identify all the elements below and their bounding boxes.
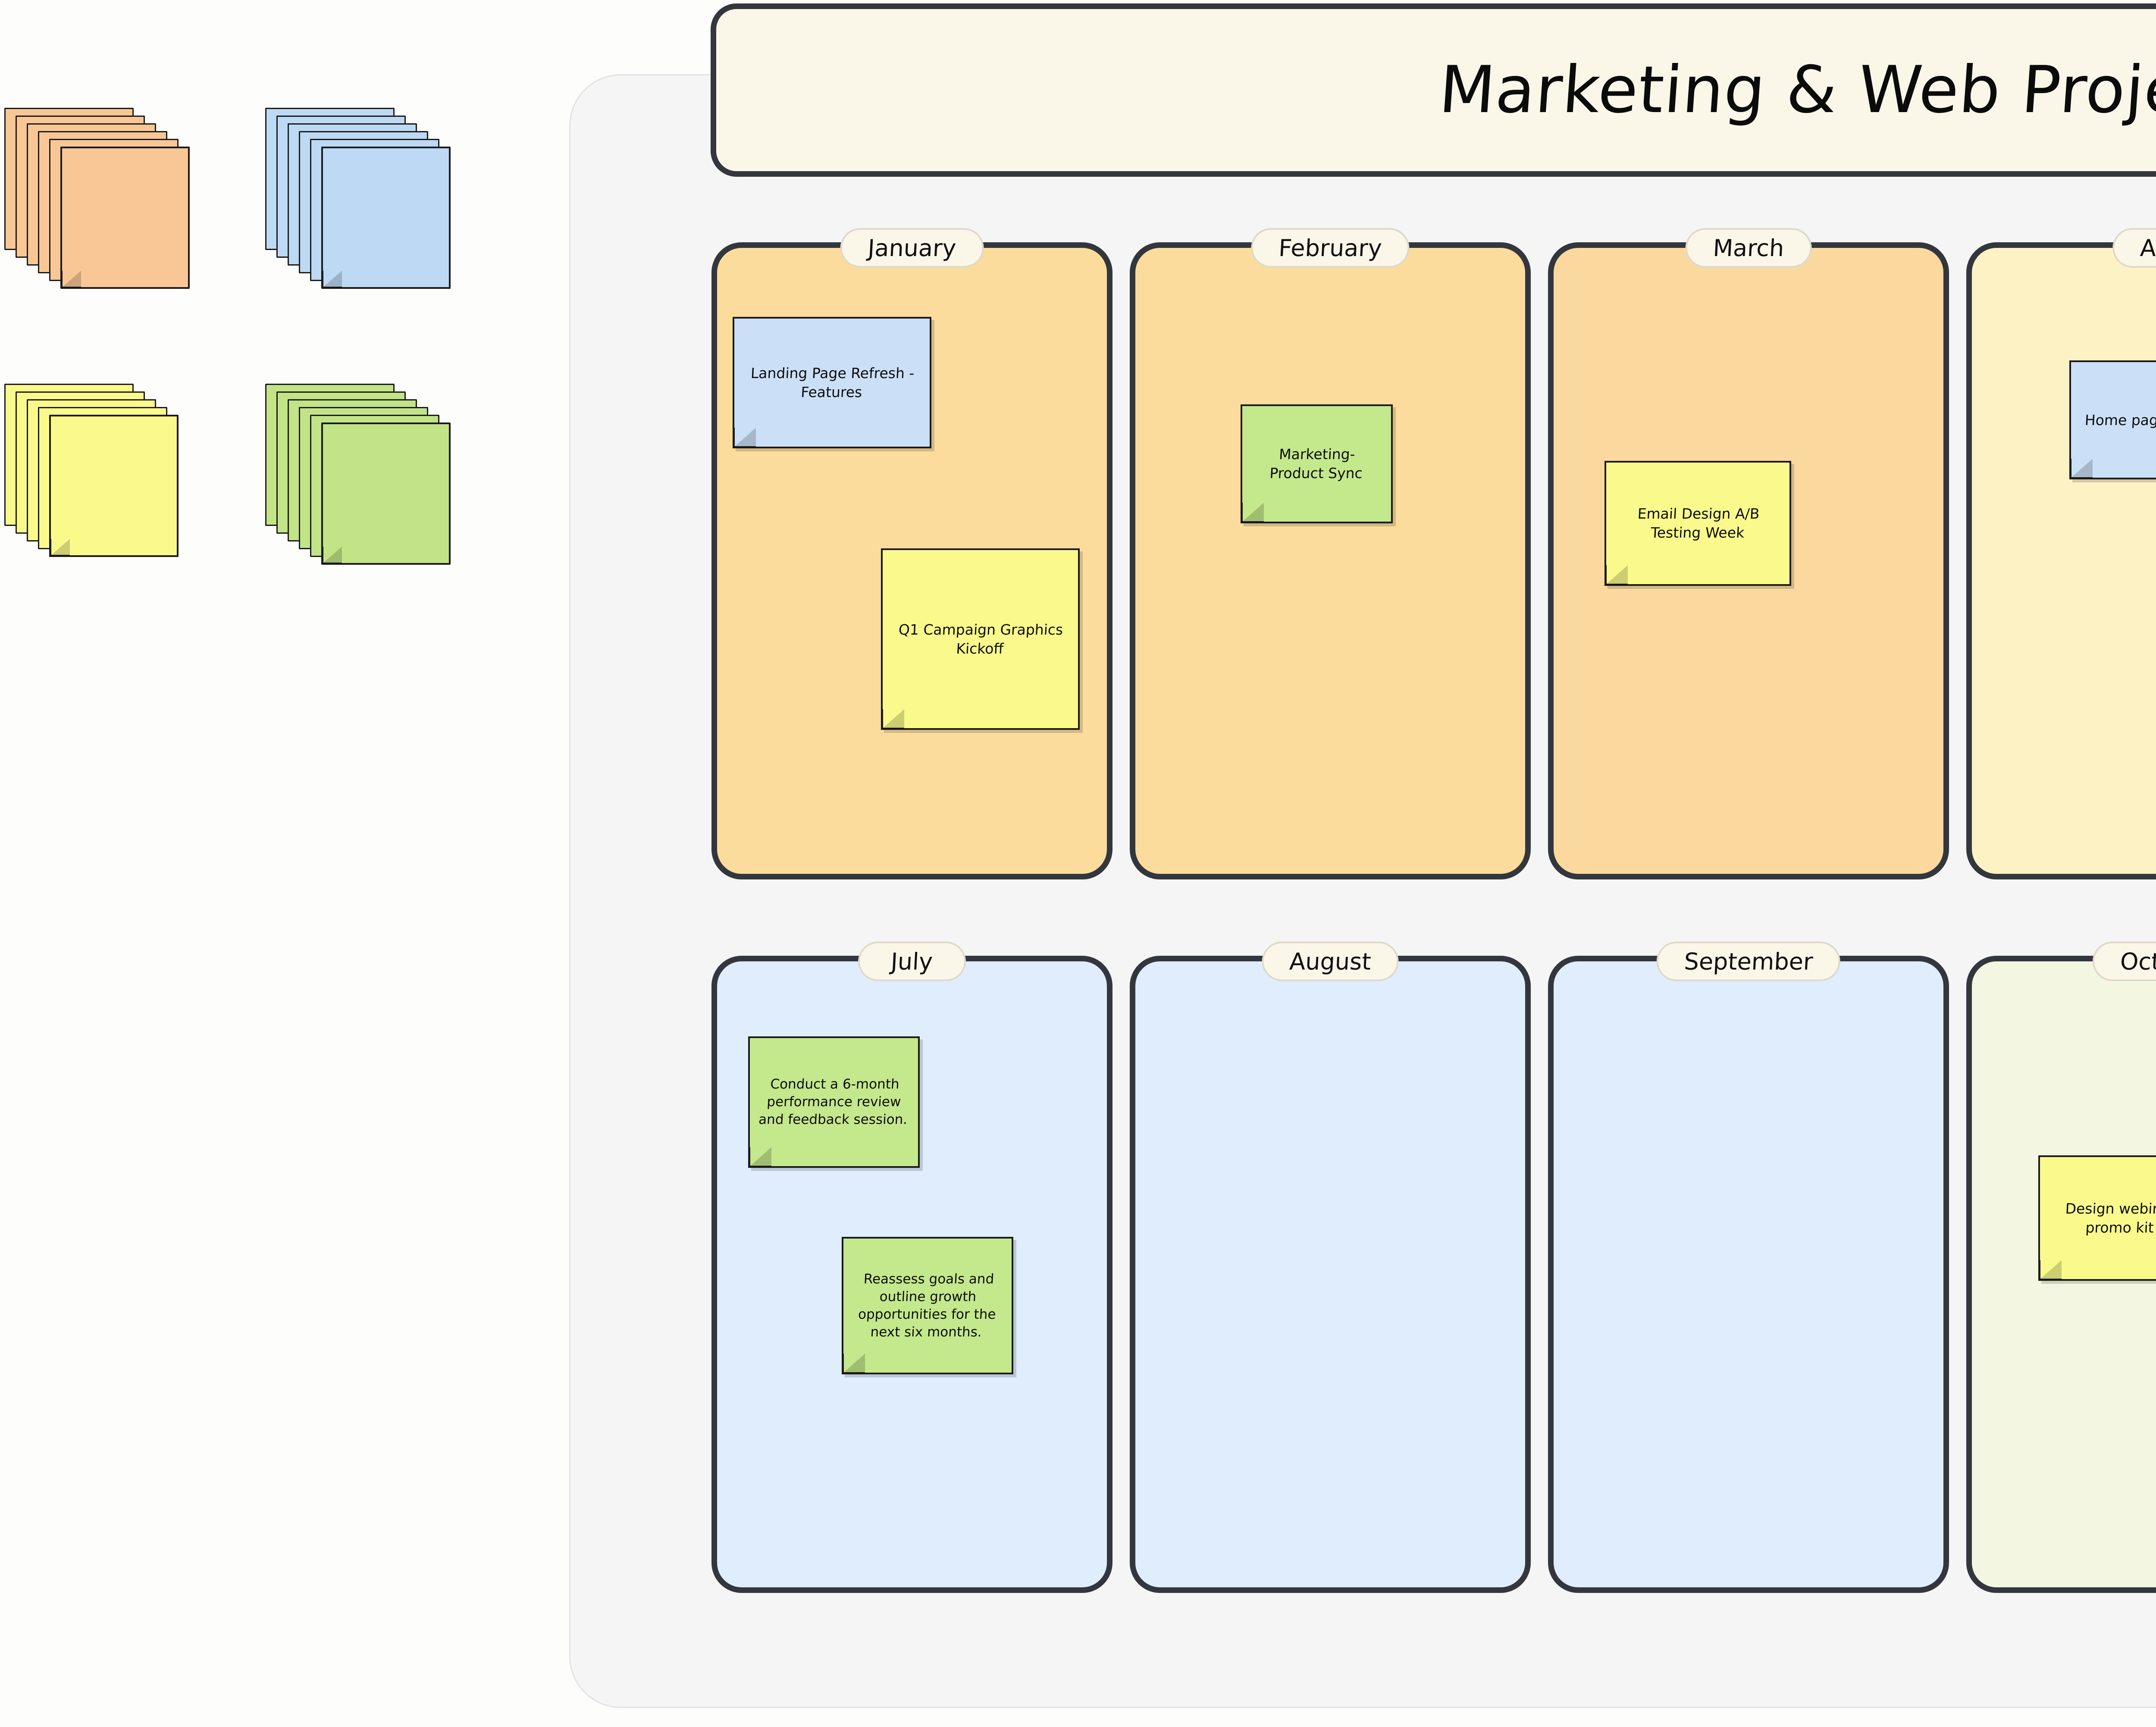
- sticky-note-top-sheet[interactable]: [60, 147, 190, 289]
- sticky-note-text: Home page refresh: [2084, 411, 2156, 429]
- month-label: September: [1683, 948, 1814, 975]
- month-label: April: [2139, 234, 2156, 262]
- month-label-pill-august: August: [1262, 942, 1399, 981]
- sticky-note[interactable]: Conduct a 6-month performance review and…: [748, 1036, 920, 1168]
- orange-note-stack[interactable]: [4, 108, 207, 328]
- month-label-pill-october: October: [2092, 942, 2156, 981]
- month-card-august[interactable]: August: [1130, 942, 1531, 1593]
- sticky-note-text: Q1 Campaign Graphics Kickoff: [898, 621, 1064, 657]
- page-fold-icon: [881, 709, 904, 729]
- page-fold-icon: [2070, 459, 2093, 479]
- page-fold-icon: [843, 1354, 865, 1374]
- page-fold-icon: [1605, 565, 1628, 585]
- month-label: February: [1278, 234, 1383, 262]
- sticky-note-top-sheet[interactable]: [49, 415, 179, 557]
- page-fold-icon: [733, 427, 756, 447]
- sticky-note[interactable]: Q1 Campaign Graphics Kickoff: [881, 548, 1080, 730]
- month-label-pill-february: February: [1251, 228, 1410, 268]
- page-fold-icon: [749, 1147, 772, 1167]
- month-label: October: [2119, 948, 2156, 975]
- month-card-september[interactable]: September: [1548, 942, 1949, 1593]
- notes-layer: [1135, 961, 1525, 1587]
- page-fold-icon: [322, 547, 342, 564]
- page-fold-icon: [1241, 502, 1264, 522]
- page-title: Marketing & Web Project Planner: [1437, 53, 2156, 128]
- notes-layer: Home page refresh: [1972, 248, 2156, 874]
- month-label: July: [890, 948, 934, 975]
- month-label: March: [1712, 234, 1785, 262]
- sticky-note-text: Marketing-Product Sync: [1269, 446, 1363, 482]
- sticky-note[interactable]: Home page refresh: [2069, 360, 2156, 480]
- notes-layer: Design webinar promo kit: [1972, 961, 2156, 1587]
- month-label-pill-july: July: [858, 942, 966, 981]
- page-fold-icon: [50, 539, 70, 556]
- page-fold-icon: [2039, 1260, 2062, 1280]
- sticky-note[interactable]: Landing Page Refresh - Features: [733, 316, 932, 448]
- notes-layer: Marketing-Product Sync: [1135, 248, 1525, 874]
- sticky-note-text: Conduct a 6-month performance review and…: [758, 1076, 908, 1128]
- month-label-pill-september: September: [1656, 942, 1841, 981]
- sticky-note-text: Landing Page Refresh - Features: [750, 364, 915, 400]
- sticky-note-top-sheet[interactable]: [321, 147, 451, 289]
- yellow-note-stack[interactable]: [4, 384, 207, 604]
- green-note-stack[interactable]: [265, 384, 468, 604]
- notes-layer: Landing Page Refresh - Features Q1 Campai…: [717, 248, 1107, 874]
- sticky-note-text: Reassess goals and outline growth opport…: [858, 1271, 997, 1340]
- month-label-pill-april: April: [2112, 228, 2156, 268]
- page-fold-icon: [61, 271, 81, 288]
- sticky-note-text: Design webinar promo kit: [2065, 1200, 2156, 1236]
- sticky-note[interactable]: Design webinar promo kit: [2038, 1155, 2156, 1281]
- sticky-note-text: Email Design A/B Testing Week: [1637, 505, 1760, 541]
- sticky-note-palette: [0, 108, 496, 625]
- notes-layer: Conduct a 6-month performance review and…: [717, 961, 1107, 1587]
- notes-layer: [1554, 961, 1943, 1587]
- month-label-pill-march: March: [1685, 228, 1812, 268]
- blue-note-stack[interactable]: [265, 108, 468, 328]
- sticky-note[interactable]: Email Design A/B Testing Week: [1604, 460, 1792, 586]
- planner-title-banner: Marketing & Web Project Planner: [711, 3, 2156, 177]
- notes-layer: Email Design A/B Testing Week: [1554, 248, 1943, 874]
- sticky-note[interactable]: Reassess goals and outline growth opport…: [842, 1236, 1014, 1375]
- month-label: August: [1288, 948, 1372, 975]
- sticky-note-top-sheet[interactable]: [321, 422, 451, 565]
- sticky-note[interactable]: Marketing-Product Sync: [1241, 404, 1393, 523]
- month-label-pill-january: January: [840, 228, 984, 268]
- month-label: January: [867, 234, 957, 262]
- page-fold-icon: [322, 271, 342, 288]
